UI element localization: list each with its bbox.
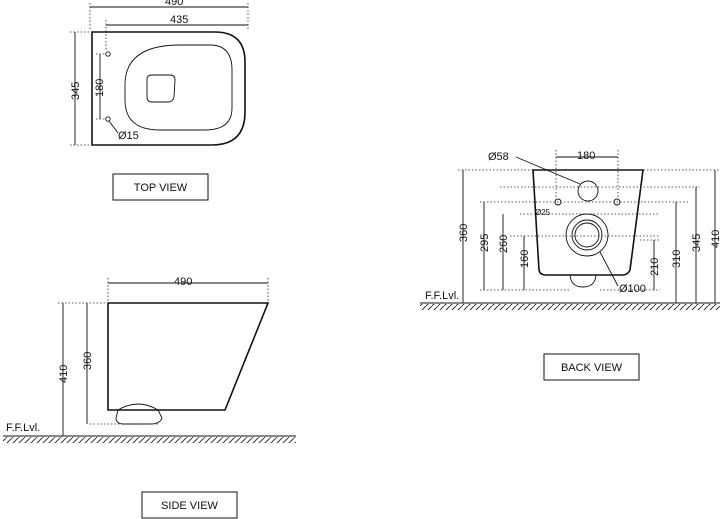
dim-410-back: 410 <box>710 230 720 248</box>
dim-360-back: 360 <box>458 224 470 242</box>
dim-dia25-back: Ø25 <box>535 208 551 217</box>
dim-490-top: 490 <box>165 0 183 8</box>
back-view-floor-label: F.F.Lvl. <box>425 290 459 302</box>
dim-490-side: 490 <box>174 276 192 288</box>
back-view-label-box <box>543 353 640 381</box>
dim-210-back: 210 <box>649 258 661 276</box>
top-view-hole-lower <box>105 116 111 122</box>
top-view-label-box <box>112 173 209 201</box>
dim-345-top: 345 <box>70 82 82 100</box>
back-view-spigot <box>569 274 597 288</box>
top-view-outline <box>91 31 246 146</box>
back-view-outline <box>532 169 644 276</box>
top-view: 490 435 345 180 Ø15 TOP VIEW <box>70 0 249 201</box>
side-view-outline <box>107 302 270 411</box>
back-view-outlet-inner <box>574 222 600 248</box>
side-view-spigot <box>115 403 163 425</box>
side-view-label: SIDE VIEW <box>161 500 218 512</box>
side-view: F.F.Lvl. 490 410 360 SIDE VIEW <box>3 276 296 519</box>
side-view-floor-hatch <box>3 437 296 443</box>
back-view-label: BACK VIEW <box>561 362 623 374</box>
side-view-floor-label: F.F.Lvl. <box>6 422 40 434</box>
dim-dia100-back: Ø100 <box>619 283 646 295</box>
top-view-bowl <box>124 44 233 131</box>
back-view: F.F.Lvl. 180 Ø58 Ø25 Ø100 360 295 260 16… <box>420 150 720 381</box>
top-view-hole-upper <box>105 51 111 57</box>
dim-260-back: 260 <box>498 235 510 253</box>
dim-dia58-back: Ø58 <box>488 151 509 163</box>
back-view-outlet-mid <box>571 219 603 251</box>
dim-360-side: 360 <box>82 352 94 370</box>
back-view-floor-hatch <box>420 304 720 310</box>
dim-295-back: 295 <box>479 234 491 252</box>
back-view-inlet <box>577 180 599 202</box>
side-view-label-box <box>141 491 238 519</box>
dim-dia15-top: Ø15 <box>118 130 139 142</box>
dim-345-back: 345 <box>691 234 703 252</box>
dim-180-back: 180 <box>577 150 595 162</box>
top-view-label: TOP VIEW <box>134 182 188 194</box>
dim-435-top: 435 <box>170 14 188 26</box>
dim-410-side: 410 <box>58 365 70 383</box>
dim-310-back: 310 <box>671 250 683 268</box>
dim-160-back: 160 <box>519 250 531 268</box>
dim-180-top: 180 <box>94 79 106 97</box>
top-view-outlet <box>146 74 176 103</box>
